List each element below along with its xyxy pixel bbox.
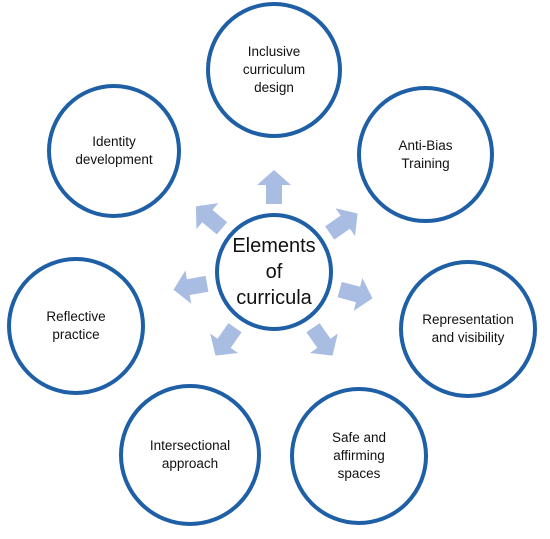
node-intersectional-approach: Intersectional approach	[119, 384, 261, 526]
arrow-to-reflective-practice	[173, 270, 209, 304]
node-label-line: Representation	[422, 312, 514, 327]
arrow-to-identity-development	[195, 203, 228, 235]
node-label-line: Inclusive	[247, 44, 301, 59]
center-label-line: curricula	[236, 287, 312, 309]
node-label-line: and visibility	[431, 330, 505, 345]
arrow-to-anti-bias-training	[325, 208, 358, 240]
center-node: Elements of curricula	[215, 213, 333, 331]
node-identity-development: Identity development	[47, 84, 181, 218]
node-label-line: approach	[161, 456, 219, 471]
node-label-line: Safe and	[331, 430, 387, 445]
node-label-line: Intersectional	[149, 438, 231, 453]
arrow-to-intersectional-approach	[210, 323, 242, 356]
center-label-line: Elements	[232, 235, 316, 257]
arrow-to-safe-and-affirming-spaces	[306, 323, 338, 356]
node-label-line: affirming	[333, 448, 385, 463]
node-label-line: Reflective	[46, 309, 106, 324]
node-label-line: Anti-Bias	[398, 137, 453, 153]
node-safe-and-affirming-spaces: Safe and affirming spaces	[290, 387, 428, 525]
node-label-line: Training	[401, 155, 450, 171]
node-anti-bias-training: Anti-Bias Training	[357, 86, 494, 223]
node-label-line: spaces	[337, 466, 381, 481]
node-representation-and-visibility: Representation and visibility	[399, 260, 537, 398]
node-label-line: design	[254, 80, 294, 95]
center-label-line: of	[265, 261, 283, 283]
node-inclusive-curriculum-design: Inclusive curriculum design	[206, 2, 342, 138]
node-label-line: curriculum	[242, 62, 306, 77]
arrow-to-representation-and-visibility	[337, 278, 373, 311]
node-label-line: practice	[52, 327, 100, 342]
node-label-line: Identity	[92, 134, 136, 149]
node-label-line: development	[75, 152, 153, 167]
node-reflective-practice: Reflective practice	[7, 257, 145, 395]
arrow-to-inclusive-curriculum-design	[257, 170, 291, 204]
